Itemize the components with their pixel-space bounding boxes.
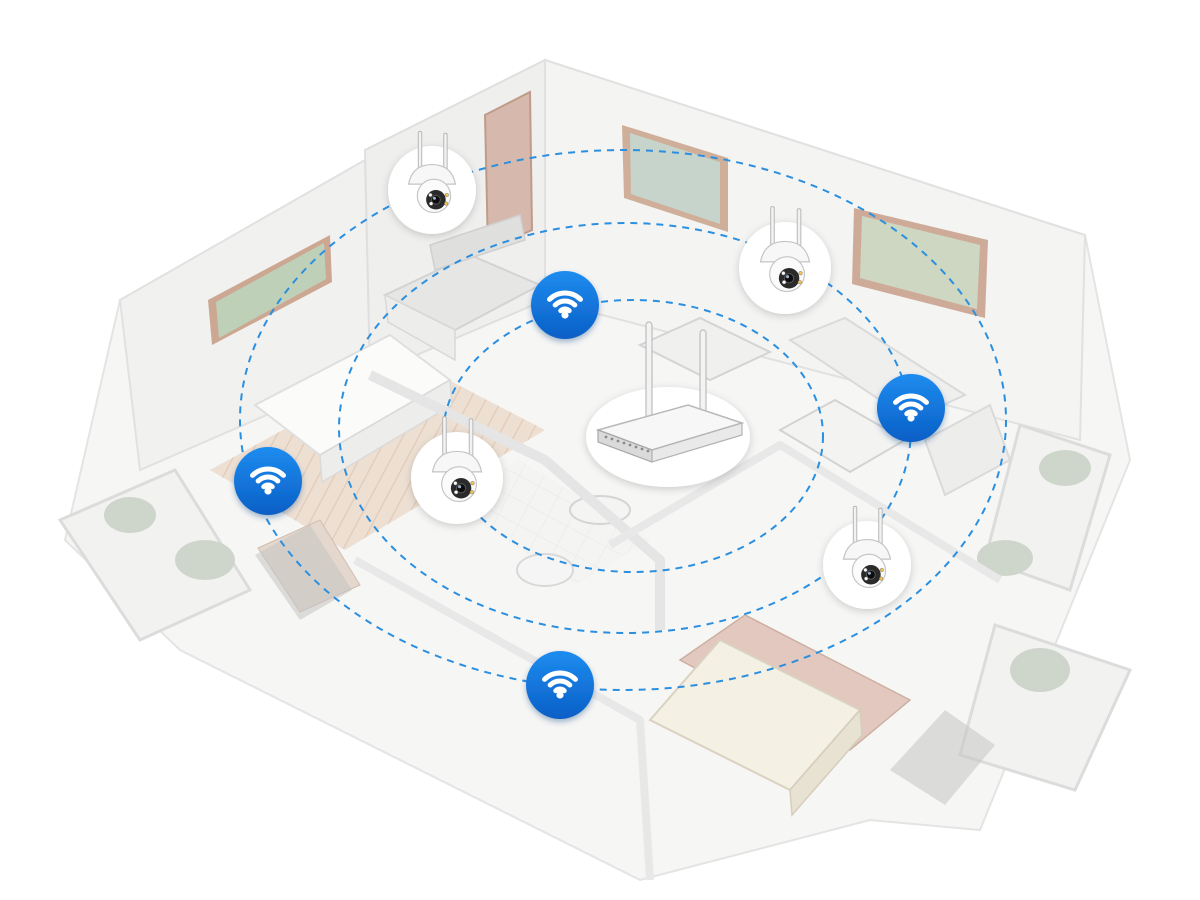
camera-bottom-right: [823, 505, 911, 609]
outer-coverage-ring: [239, 149, 1007, 691]
bed-left-base: [319, 378, 453, 484]
wifi-badge-bottom: [526, 651, 594, 719]
wifi-badge-left: [234, 447, 302, 515]
painting-center: [622, 125, 728, 232]
wifi-badge-right: [877, 374, 945, 442]
wifi-icon: [893, 393, 929, 422]
wifi-badge-disc: [877, 374, 945, 442]
camera-center: [411, 416, 503, 524]
apartment-floorplan: [57, 58, 1133, 882]
rug-left: [257, 519, 361, 613]
inner-coverage-ring: [442, 299, 824, 573]
painting-left: [208, 235, 332, 345]
wifi-icon: [542, 670, 578, 699]
ptz-camera-icon: [759, 206, 811, 293]
wifi-badge-disc: [531, 271, 599, 339]
entry-door: [483, 90, 534, 252]
rack-right: [890, 710, 995, 805]
plant-left: [104, 497, 235, 580]
camera-top-left: [388, 130, 476, 234]
partition-walls-2: [607, 441, 1003, 584]
balcony-right-bottom: [958, 623, 1133, 792]
bed-bottom-base: [789, 708, 863, 817]
ptz-camera-icon: [407, 130, 457, 214]
partition-walls: [367, 370, 665, 630]
cameras: [388, 130, 911, 609]
wifi-icon: [250, 466, 286, 495]
ptz-camera-icon: [842, 505, 892, 589]
router: [586, 321, 750, 487]
camera-top-right: [739, 206, 831, 314]
ptz-camera-icon: [431, 416, 483, 503]
painting-right: [852, 208, 988, 318]
toilet: [516, 553, 574, 587]
wifi-badge-disc: [234, 447, 302, 515]
wifi-badge-disc: [526, 651, 594, 719]
partition-walls-3: [353, 556, 654, 881]
wifi-badge-top: [531, 271, 599, 339]
router-icon: [595, 321, 745, 463]
wifi-icon: [547, 290, 583, 319]
plant-right: [977, 450, 1091, 692]
rack-left: [255, 525, 352, 620]
kitchen-island: [429, 214, 526, 271]
wifi-badges: [234, 271, 945, 719]
